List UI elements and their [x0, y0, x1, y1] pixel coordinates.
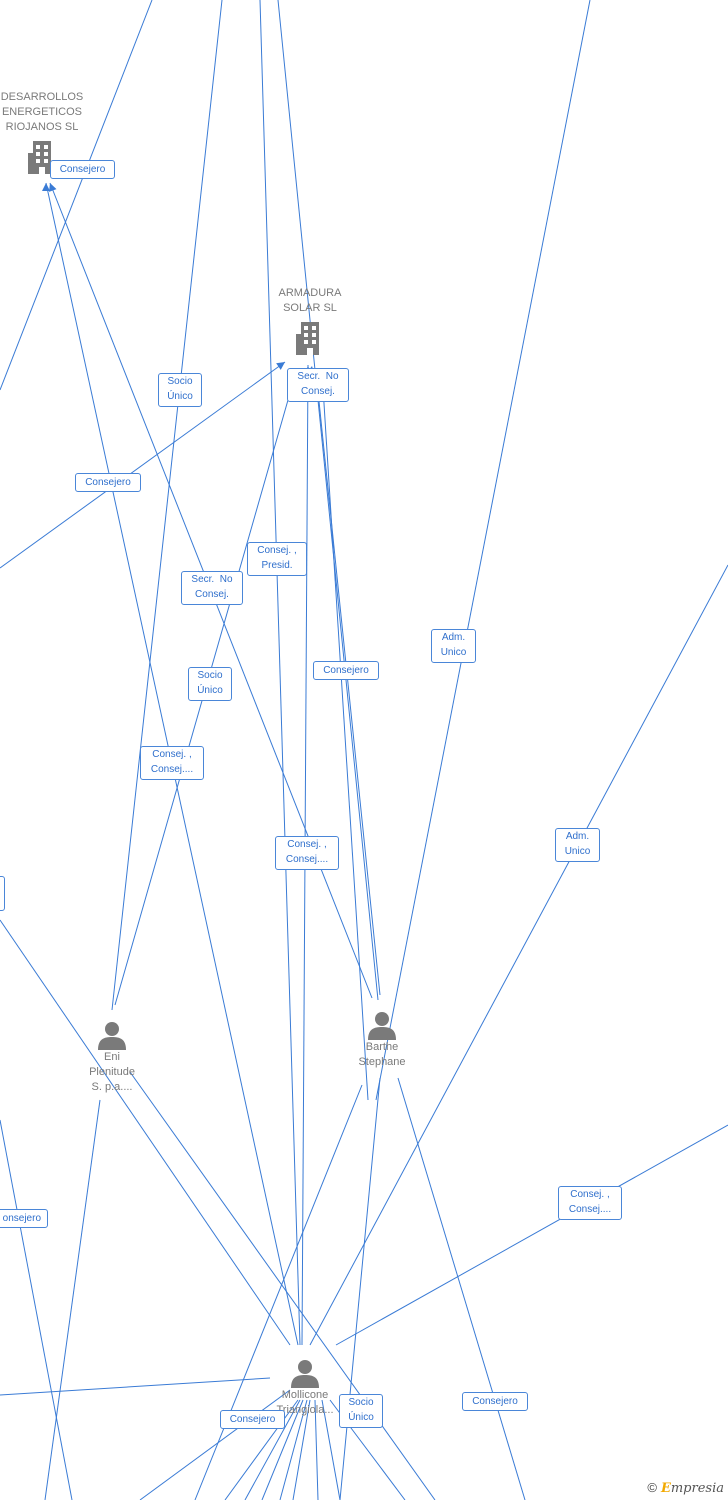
copyright-symbol: ©: [647, 1480, 657, 1495]
edge-line: [321, 371, 369, 1101]
edge-label[interactable]: Consej. , Consej....: [558, 1186, 622, 1220]
edge-label[interactable]: Consejero: [220, 1410, 285, 1429]
edge-label[interactable]: Consejero: [313, 661, 379, 680]
person-node-eni[interactable]: Eni Plenitude S. p.a....: [72, 1020, 152, 1095]
edge-line: [0, 1119, 73, 1500]
company-node-desarrollos[interactable]: DESARROLLOS ENERGETICOS RIOJANOS SL: [0, 90, 98, 175]
edge-line: [194, 1084, 363, 1500]
edge-line: [292, 1399, 311, 1500]
edge-line: [315, 371, 381, 996]
edge-label[interactable]: Consej. , Consej....: [140, 746, 204, 780]
edge-label[interactable]: Socio Único: [158, 373, 202, 407]
edge-label[interactable]: Consej. , Consej....: [275, 836, 339, 870]
edge-arrowhead: [48, 183, 57, 192]
building-icon: [296, 322, 319, 355]
edge-line: [244, 1399, 301, 1500]
edge-label[interactable]: Secr. No Consej.: [287, 368, 349, 402]
edge-line: [111, 0, 223, 1011]
edge-line: [0, 1377, 271, 1396]
edge-line: [335, 1124, 728, 1346]
edge-line: [397, 1077, 526, 1500]
edge-label[interactable]: Socio Único: [339, 1394, 383, 1428]
person-node-mollicone[interactable]: Mollicone Triangiola...: [262, 1358, 348, 1418]
node-label-line: ARMADURA: [278, 287, 342, 299]
node-label-line: Barthe: [365, 1041, 399, 1053]
edge-label[interactable]: Adm. Unico: [555, 828, 600, 862]
node-label-line: SOLAR SL: [283, 302, 337, 314]
edge-label[interactable]: Secr. No Consej.: [181, 571, 243, 605]
node-label-line: DESARROLLOS: [0, 91, 84, 103]
edge-line: [44, 1099, 101, 1500]
edge-label[interactable]: [0, 876, 5, 911]
edge-line: [0, 0, 153, 391]
person-icon: [98, 1022, 126, 1050]
edge-line: [139, 1389, 291, 1500]
empresia-logo: ©Empresia: [647, 1480, 724, 1496]
building-icon: [28, 141, 51, 174]
node-label-line: S. p.a....: [91, 1081, 133, 1093]
edge-label[interactable]: onsejero: [0, 1209, 48, 1228]
edge-line: [259, 0, 301, 1346]
edge-label[interactable]: Adm. Unico: [431, 629, 476, 663]
edge-label[interactable]: Consej. , Presid.: [247, 542, 307, 576]
company-node-armadura[interactable]: ARMADURA SOLAR SL: [262, 286, 358, 356]
edge-label[interactable]: Consejero: [50, 160, 115, 179]
node-label-line: RIOJANOS SL: [5, 121, 79, 133]
edge-line: [321, 1399, 341, 1500]
brand-name: mpresia: [670, 1481, 724, 1496]
person-icon: [368, 1012, 396, 1040]
edge-label[interactable]: Socio Único: [188, 667, 232, 701]
edge-line: [261, 1399, 304, 1500]
edge-line: [277, 0, 379, 1001]
node-label-line: Eni: [104, 1051, 120, 1063]
edge-label[interactable]: Consejero: [75, 473, 141, 492]
node-label-line: Plenitude: [89, 1066, 135, 1078]
edge-arrowhead: [276, 362, 285, 370]
edge-line: [224, 1399, 299, 1500]
node-label-line: Triangiola...: [276, 1404, 334, 1416]
edge-line: [309, 564, 728, 1346]
edge-label[interactable]: Consejero: [462, 1392, 528, 1411]
node-label-line: Mollicone: [281, 1389, 329, 1401]
node-label-line: ENERGETICOS: [1, 106, 83, 118]
edge-line: [129, 1071, 436, 1500]
edge-line: [375, 0, 591, 1101]
edge-line: [314, 1399, 319, 1500]
node-label-line: Stephane: [358, 1056, 406, 1068]
edge-arrowhead: [42, 183, 50, 191]
edge-line: [339, 1077, 381, 1500]
person-node-barthe[interactable]: Barthe Stephane: [342, 1010, 422, 1070]
edge-line: [0, 919, 291, 1346]
person-icon: [291, 1360, 319, 1388]
edge-line: [0, 361, 286, 569]
edge-line: [279, 1399, 308, 1500]
brand-initial: E: [660, 1481, 671, 1496]
